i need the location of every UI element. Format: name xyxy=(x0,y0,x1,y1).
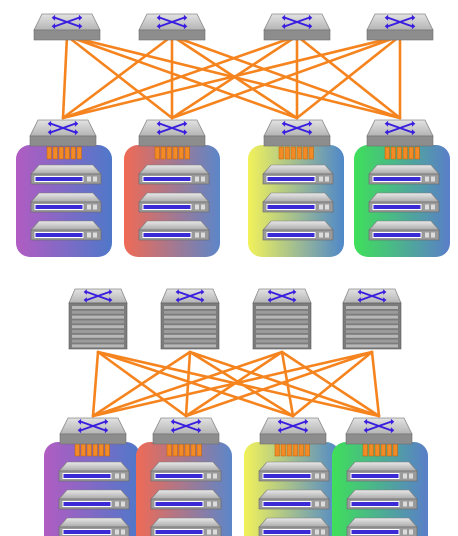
server-icon xyxy=(30,220,102,241)
server-icon xyxy=(138,192,210,213)
server-icon xyxy=(58,461,130,482)
server-icon xyxy=(258,517,330,536)
rack-1-2 xyxy=(124,145,220,257)
server-icon xyxy=(58,489,130,510)
network-switch-icon xyxy=(138,119,206,147)
rack-2-4 xyxy=(332,442,428,536)
network-switch-icon xyxy=(366,13,434,41)
network-switch-icon xyxy=(138,13,206,41)
network-switch-icon xyxy=(345,417,413,445)
server-icon xyxy=(258,489,330,510)
server-icon xyxy=(262,192,334,213)
network-switch-icon xyxy=(366,119,434,147)
rack-2-1 xyxy=(44,442,140,536)
server-icon xyxy=(138,220,210,241)
server-icon xyxy=(262,164,334,185)
chassis-switch-icon xyxy=(68,288,128,350)
uplink-ports xyxy=(278,146,314,160)
chassis-switch-icon xyxy=(252,288,312,350)
server-icon xyxy=(30,192,102,213)
rack-2-2 xyxy=(136,442,232,536)
uplink-ports xyxy=(46,146,82,160)
rack-1-1 xyxy=(16,145,112,257)
server-icon xyxy=(58,517,130,536)
server-icon xyxy=(346,461,418,482)
network-switch-icon xyxy=(29,119,97,147)
rack-1-3 xyxy=(248,145,344,257)
uplink-ports xyxy=(384,146,420,160)
network-switch-icon xyxy=(152,417,220,445)
uplink-ports xyxy=(74,443,110,457)
server-icon xyxy=(138,164,210,185)
server-icon xyxy=(346,489,418,510)
network-switch-icon xyxy=(259,417,327,445)
chassis-switch-icon xyxy=(342,288,402,350)
rack-2-3 xyxy=(244,442,340,536)
chassis-switch-icon xyxy=(160,288,220,350)
network-switch-icon xyxy=(33,13,101,41)
server-icon xyxy=(150,517,222,536)
server-icon xyxy=(30,164,102,185)
uplink-ports xyxy=(362,443,398,457)
fabric-links-1 xyxy=(61,34,402,120)
server-icon xyxy=(368,192,440,213)
network-switch-icon xyxy=(59,417,127,445)
server-icon xyxy=(262,220,334,241)
uplink-ports xyxy=(154,146,190,160)
server-icon xyxy=(368,164,440,185)
fabric-links-2 xyxy=(91,350,381,418)
uplink-ports xyxy=(166,443,202,457)
rack-1-4 xyxy=(354,145,450,257)
server-icon xyxy=(368,220,440,241)
network-switch-icon xyxy=(263,119,331,147)
server-icon xyxy=(258,461,330,482)
network-switch-icon xyxy=(263,13,331,41)
server-icon xyxy=(150,461,222,482)
server-icon xyxy=(150,489,222,510)
server-icon xyxy=(346,517,418,536)
